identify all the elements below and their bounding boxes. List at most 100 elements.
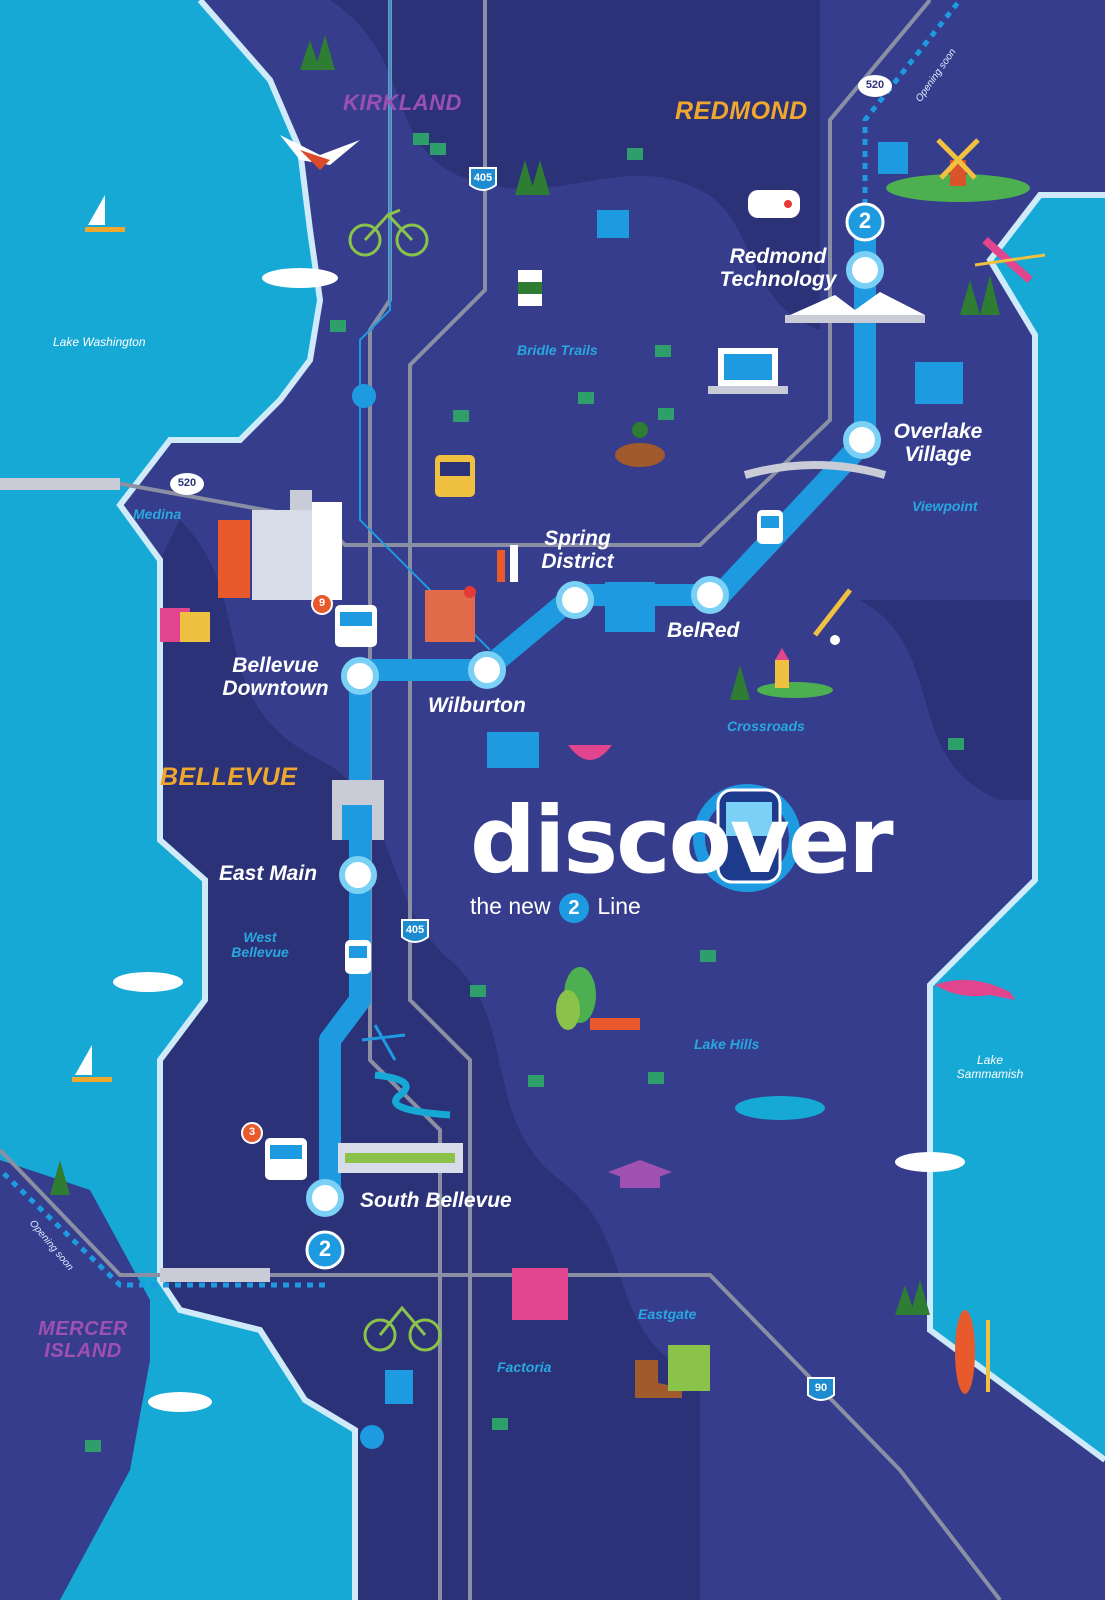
pond-icon: [735, 1096, 825, 1120]
noodle-bowl-icon: [568, 745, 612, 760]
bus-icon: [435, 455, 475, 497]
east-shoreline: [927, 192, 1105, 1463]
station-label-south-bellevue[interactable]: South Bellevue: [360, 1189, 512, 1212]
station-label-spring-district[interactable]: Spring District: [541, 527, 614, 573]
station-markers: [306, 251, 884, 1217]
trail-map-icon: [668, 1345, 710, 1391]
house-icons: [85, 133, 964, 1452]
city-label-mercer-island: MERCER ISLAND: [38, 1318, 128, 1362]
line-badge-south: 2: [318, 1236, 332, 1261]
playground-icon: [757, 648, 833, 698]
bus-stop-marker-3: [241, 1122, 263, 1144]
opening-soon-south: [0, 1168, 325, 1288]
neighborhood-bridle-trails: Bridle Trails: [517, 342, 598, 358]
station-marker-east-main[interactable]: [339, 856, 377, 894]
laptop-icon: [708, 348, 788, 394]
creek-icon: [374, 1071, 451, 1119]
neighborhood-factoria: Factoria: [497, 1359, 552, 1375]
neighborhood-crossroads: Crossroads: [727, 718, 805, 734]
station-marker-bellevue-downtown[interactable]: [341, 657, 379, 695]
bus-stop-marker-9: [311, 593, 333, 615]
highway-520-east-number: 520: [865, 79, 885, 91]
bus-icon: [335, 605, 377, 647]
city-label-kirkland: KIRKLAND: [343, 90, 462, 115]
highway-405-south-number: 405: [405, 924, 425, 936]
redmond-tech-bridge-icon: [785, 292, 925, 323]
i90-bridge: [160, 1268, 270, 1282]
discover-train-icon: [716, 788, 782, 884]
bicycle-icon: [348, 208, 429, 257]
shopping-bags-icon: [160, 608, 210, 642]
bicycle-icon: [363, 1305, 442, 1352]
windmill-icon: [886, 138, 1030, 202]
water-label-lake-washington: Lake Washington: [53, 335, 146, 349]
sailboat-icon: [85, 195, 125, 232]
eagle-icon: [280, 135, 360, 170]
spring-district-buildings: [497, 545, 655, 632]
kayak-icon: [974, 237, 1046, 283]
station-marker-redmond-technology[interactable]: [846, 251, 884, 289]
horse-rider-icon: [615, 422, 665, 467]
highway-520-west-number: 520: [177, 477, 197, 489]
neighborhood-west-bellevue: West Bellevue: [231, 929, 289, 960]
city-label-bellevue: BELLEVUE: [160, 763, 298, 791]
baseball-icon: [813, 588, 852, 645]
station-label-wilburton[interactable]: Wilburton: [428, 694, 526, 717]
tagline-suffix: Line: [597, 893, 641, 920]
train-icon: [757, 510, 783, 544]
sr520-bridge: [0, 478, 120, 490]
surfboard-icon: [955, 1310, 990, 1394]
station-label-redmond-technology[interactable]: Redmond Technology: [719, 245, 837, 291]
station-building-icon: [338, 1143, 463, 1173]
bellevue-skyline: [218, 490, 342, 600]
line-badge-north: 2: [858, 208, 872, 233]
neighborhood-viewpoint: Viewpoint: [912, 498, 978, 514]
hotel-building-icon: [512, 1268, 568, 1320]
station-label-overlake-village[interactable]: Overlake Village: [893, 420, 983, 466]
trees-icon: [50, 35, 1000, 1315]
water-label-lake-sammamish: Lake Sammamish: [956, 1053, 1024, 1081]
bus-route-9: 9: [318, 597, 326, 609]
coffee-cup-icon: [518, 270, 542, 306]
tagline-line-badge: 2: [558, 893, 589, 923]
shoreline: [116, 0, 358, 1600]
dragonfly-icon: [361, 1024, 406, 1061]
bus-route-3: 3: [248, 1126, 256, 1138]
neighborhood-lake-hills: Lake Hills: [694, 1036, 760, 1052]
bench-icon: [590, 1018, 640, 1030]
hospital-building: [425, 586, 476, 642]
station-label-east-main[interactable]: East Main: [219, 862, 318, 885]
neighborhood-medina: Medina: [133, 506, 182, 522]
east-main-portal-icon: [332, 780, 384, 840]
graduation-cap-icon: [608, 1160, 672, 1188]
discover-brand: discover the new 2 Line: [470, 787, 894, 923]
station-marker-spring-district[interactable]: [556, 581, 594, 619]
game-controller-icon: [748, 190, 800, 218]
neighborhood-eastgate: Eastgate: [638, 1306, 697, 1322]
station-marker-overlake-village[interactable]: [843, 421, 881, 459]
opening-soon-north: [862, 0, 962, 205]
cloud-icon: [113, 268, 965, 1412]
highway-90-number: 90: [814, 1382, 828, 1394]
train-icon: [345, 940, 371, 974]
tagline: the new 2 Line: [470, 893, 892, 923]
overlake-bridge-icon: [743, 461, 887, 479]
park-trees-icon: [556, 967, 596, 1030]
bike-trail-badge: [352, 384, 384, 1449]
bus-icon: [265, 1138, 307, 1180]
salmon-icon: [935, 979, 1015, 1000]
station-marker-south-bellevue[interactable]: [306, 1179, 344, 1217]
land-shading: [160, 0, 1035, 1600]
station-marker-belred[interactable]: [691, 576, 729, 614]
line-terminus-badges: [305, 202, 885, 1270]
station-label-bellevue-downtown[interactable]: Bellevue Downtown: [222, 654, 329, 700]
city-label-redmond: REDMOND: [675, 97, 808, 125]
station-label-belred[interactable]: BelRed: [667, 619, 740, 642]
sailboat-icon: [72, 1045, 112, 1082]
office-building-icons: [385, 142, 963, 1404]
bike-trail: [359, 0, 491, 651]
highway-405-north-number: 405: [473, 172, 493, 184]
station-marker-wilburton[interactable]: [468, 651, 506, 689]
discover-wordmark: discover: [470, 787, 894, 894]
